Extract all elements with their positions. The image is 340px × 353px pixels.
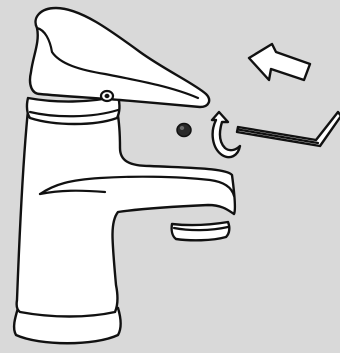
set-screw: [177, 124, 191, 137]
set-screw-icon: [177, 124, 191, 137]
